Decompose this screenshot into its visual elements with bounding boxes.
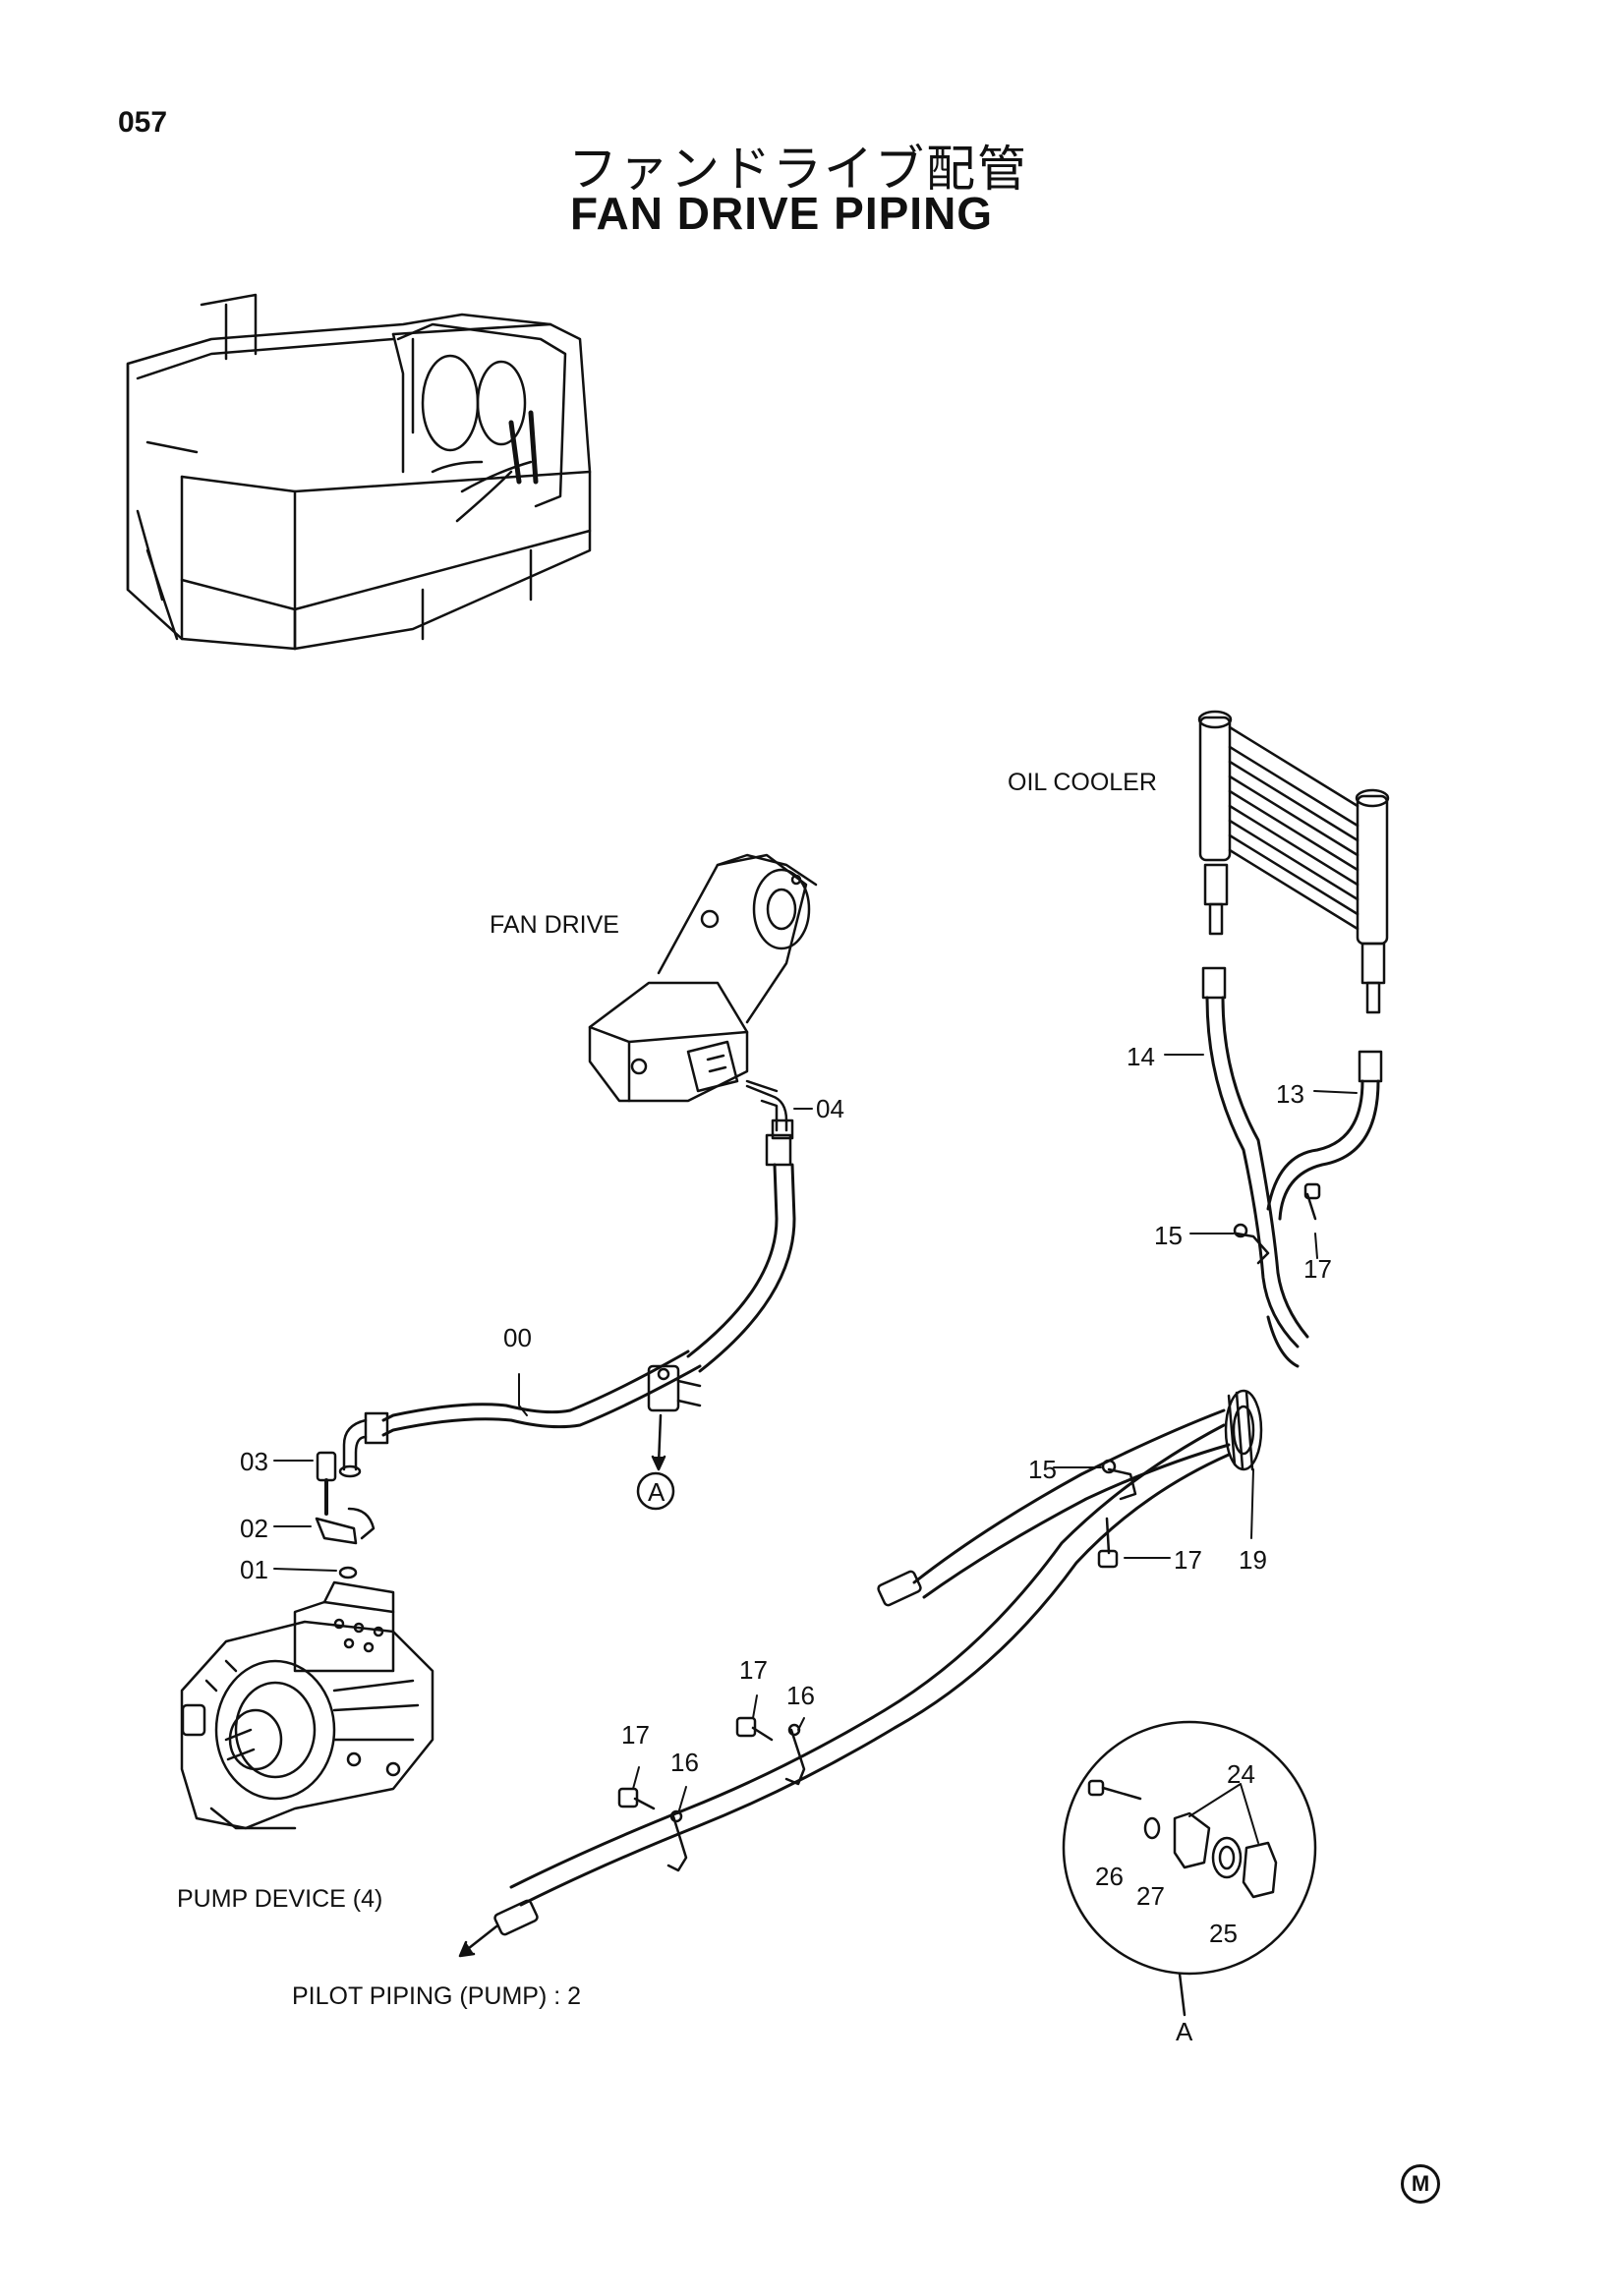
part-number-02: 02: [240, 1514, 268, 1543]
part-number-16-left: 16: [670, 1748, 699, 1777]
part-number-16-right: 16: [786, 1681, 815, 1710]
detail-a-caption: A: [1176, 2017, 1193, 2046]
leader-lines: [273, 1054, 1358, 1844]
part-number-13: 13: [1276, 1079, 1304, 1109]
corner-mark: M: [1401, 2164, 1440, 2204]
page-number: 057: [118, 106, 168, 139]
detail-a-reference: A: [648, 1477, 665, 1507]
part-number-04: 04: [816, 1094, 844, 1123]
page-title-japanese: ファンドライブ配管: [568, 141, 1028, 198]
part-number-03: 03: [240, 1447, 268, 1476]
part-number-25: 25: [1209, 1919, 1238, 1948]
detail-a-circle: [636, 1471, 675, 1511]
part-number-26: 26: [1095, 1862, 1124, 1891]
pump-device-drawing: [180, 1580, 434, 1830]
detail-a-marker: [651, 1413, 666, 1471]
part-number-27: 27: [1136, 1881, 1165, 1911]
pilot-piping-label: PILOT PIPING (PUMP) : 2: [292, 1982, 582, 2010]
part-number-19: 19: [1239, 1545, 1267, 1575]
part-number-24: 24: [1227, 1759, 1255, 1789]
fan-drive-label: FAN DRIVE: [490, 911, 619, 939]
fan-drive-motor-drawing: [588, 853, 818, 1140]
pump-fittings-drawing: [315, 1451, 376, 1579]
hose-13-14-drawing: [458, 966, 1383, 1958]
part-number-14: 14: [1127, 1042, 1155, 1071]
page-title: FAN DRIVE PIPING: [570, 188, 994, 239]
machine-overview-drawing: [126, 293, 592, 651]
hose-00-drawing: [338, 1133, 796, 1478]
part-number-17-right: 17: [739, 1655, 768, 1685]
detail-a-view: [1062, 1720, 1317, 2017]
part-number-17-middle: 17: [1174, 1545, 1202, 1575]
part-number-15-upper: 15: [1154, 1221, 1183, 1250]
oil-cooler-label: OIL COOLER: [1008, 769, 1157, 796]
part-number-17-left: 17: [621, 1720, 650, 1750]
oil-cooler-drawing: [1197, 710, 1390, 1014]
part-number-00: 00: [503, 1323, 532, 1352]
pump-device-label: PUMP DEVICE (4): [177, 1885, 383, 1913]
part-number-17-upper: 17: [1303, 1254, 1332, 1284]
part-number-01: 01: [240, 1555, 268, 1584]
part-number-15-lower: 15: [1028, 1455, 1057, 1484]
